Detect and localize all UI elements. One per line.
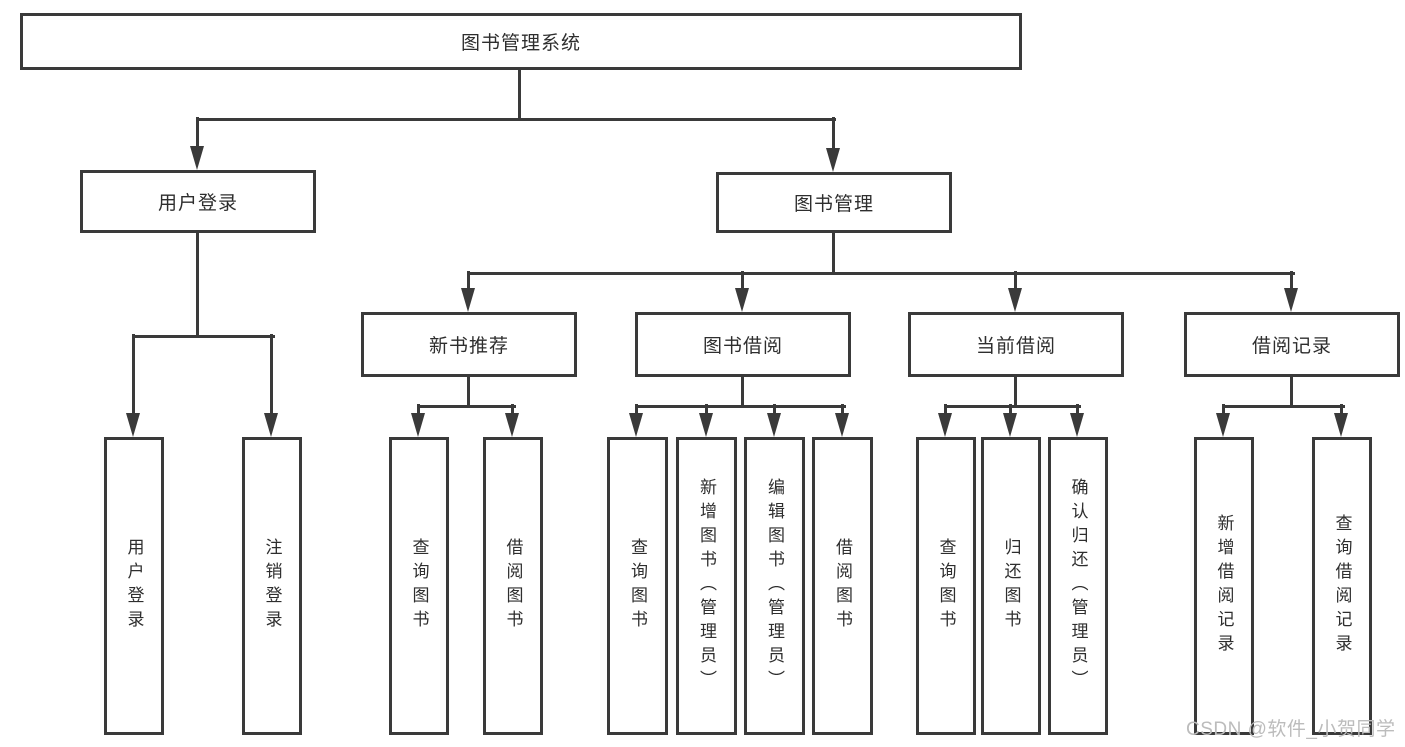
- connector-borrow-records-rail: [1222, 405, 1345, 408]
- arrowhead-down-icon: [190, 146, 204, 170]
- arrowhead-down-icon: [1003, 413, 1017, 437]
- connector-current-borrow-stub: [1014, 377, 1017, 407]
- leaf-query-book-borrow: 查询图书: [607, 437, 668, 735]
- leaf-query-book-current-label: 查询图书: [936, 538, 956, 634]
- arrowhead-down-icon: [938, 413, 952, 437]
- leaf-query-book-borrow-label: 查询图书: [628, 538, 647, 634]
- connector-stem: [1340, 404, 1343, 414]
- arrowhead-down-icon: [505, 413, 519, 437]
- connector-user-login-stub: [196, 233, 199, 337]
- leaf-user-login-label: 用户登录: [124, 538, 144, 634]
- leaf-logout: 注销登录: [242, 437, 302, 735]
- leaf-user-login: 用户登录: [104, 437, 164, 735]
- arrowhead-down-icon: [1334, 413, 1348, 437]
- connector-user-login-rail: [132, 335, 275, 338]
- node-book-borrow: 图书借阅: [635, 312, 851, 377]
- leaf-query-book-current: 查询图书: [916, 437, 976, 735]
- node-book-management: 图书管理: [716, 172, 952, 233]
- arrowhead-down-icon: [264, 413, 278, 437]
- connector-root-rail: [196, 118, 836, 121]
- node-new-book-recommend-label: 新书推荐: [428, 336, 509, 357]
- node-user-login: 用户登录: [80, 170, 316, 233]
- arrowhead-down-icon: [767, 413, 781, 437]
- leaf-query-book-recommend: 查询图书: [389, 437, 449, 735]
- connector-stem: [741, 271, 744, 289]
- connector-stem: [1014, 271, 1017, 289]
- arrowhead-down-icon: [1070, 413, 1084, 437]
- node-book-borrow-label: 图书借阅: [702, 336, 783, 357]
- leaf-add-borrow-record-label: 新增借阅记录: [1214, 514, 1234, 658]
- arrowhead-down-icon: [629, 413, 643, 437]
- connector-book-borrow-stub: [741, 377, 744, 407]
- connector-book-management-stub: [832, 233, 835, 274]
- connector-stem: [773, 404, 776, 414]
- leaf-edit-book-admin: 编辑图书（管理员）: [744, 437, 805, 735]
- connector-stem: [511, 404, 514, 414]
- arrowhead-down-icon: [735, 288, 749, 312]
- connector-stem: [705, 404, 708, 414]
- arrowhead-down-icon: [835, 413, 849, 437]
- connector-root-stub: [518, 70, 521, 120]
- connector-stem: [841, 404, 844, 414]
- leaf-add-borrow-record: 新增借阅记录: [1194, 437, 1254, 735]
- connector-book-management-rail: [467, 272, 1295, 275]
- arrowhead-down-icon: [126, 413, 140, 437]
- leaf-borrow-book-recommend: 借阅图书: [483, 437, 543, 735]
- leaf-confirm-return-admin-label: 确认归还（管理员）: [1068, 478, 1088, 694]
- node-current-borrow-label: 当前借阅: [975, 336, 1056, 357]
- connector-current-borrow-rail: [944, 405, 1081, 408]
- node-root: 图书管理系统: [20, 13, 1022, 70]
- node-current-borrow: 当前借阅: [908, 312, 1124, 377]
- connector-borrow-records-stub: [1290, 377, 1293, 407]
- leaf-return-book-label: 归还图书: [1001, 538, 1021, 634]
- connector-new-book-stub: [467, 377, 470, 407]
- arrowhead-down-icon: [1284, 288, 1298, 312]
- arrowhead-down-icon: [1216, 413, 1230, 437]
- connector-stem: [1076, 404, 1079, 414]
- arrowhead-down-icon: [411, 413, 425, 437]
- csdn-watermark: CSDN @软件_小贺同学: [1186, 719, 1396, 740]
- arrowhead-down-icon: [1008, 288, 1022, 312]
- connector-new-book-rail: [417, 405, 516, 408]
- connector-stem: [1009, 404, 1012, 414]
- connector-stem: [635, 404, 638, 414]
- arrowhead-down-icon: [826, 148, 840, 172]
- leaf-borrow-book: 借阅图书: [812, 437, 873, 735]
- node-book-management-label: 图书管理: [793, 194, 874, 215]
- arrowhead-down-icon: [461, 288, 475, 312]
- connector-stem: [832, 117, 835, 149]
- leaf-borrow-book-label: 借阅图书: [833, 538, 852, 634]
- connector-stem: [417, 404, 420, 414]
- node-root-label: 图书管理系统: [460, 33, 581, 54]
- connector-stem: [132, 334, 135, 413]
- arrowhead-down-icon: [699, 413, 713, 437]
- node-new-book-recommend: 新书推荐: [361, 312, 577, 377]
- connector-stem: [1222, 404, 1225, 414]
- connector-stem: [270, 334, 273, 413]
- connector-stem: [1290, 271, 1293, 289]
- leaf-return-book: 归还图书: [981, 437, 1041, 735]
- leaf-query-borrow-record: 查询借阅记录: [1312, 437, 1372, 735]
- node-user-login-label: 用户登录: [157, 193, 238, 214]
- connector-stem: [467, 271, 470, 289]
- leaf-edit-book-admin-label: 编辑图书（管理员）: [765, 478, 784, 694]
- connector-book-borrow-rail: [635, 405, 846, 408]
- leaf-query-borrow-record-label: 查询借阅记录: [1332, 514, 1352, 658]
- leaf-confirm-return-admin: 确认归还（管理员）: [1048, 437, 1108, 735]
- leaf-add-book-admin-label: 新增图书（管理员）: [697, 478, 716, 694]
- connector-stem: [196, 117, 199, 147]
- node-borrow-records-label: 借阅记录: [1251, 336, 1332, 357]
- leaf-borrow-book-recommend-label: 借阅图书: [503, 538, 523, 634]
- leaf-query-book-recommend-label: 查询图书: [409, 538, 429, 634]
- leaf-add-book-admin: 新增图书（管理员）: [676, 437, 737, 735]
- connector-stem: [944, 404, 947, 414]
- node-borrow-records: 借阅记录: [1184, 312, 1400, 377]
- leaf-logout-label: 注销登录: [262, 538, 282, 634]
